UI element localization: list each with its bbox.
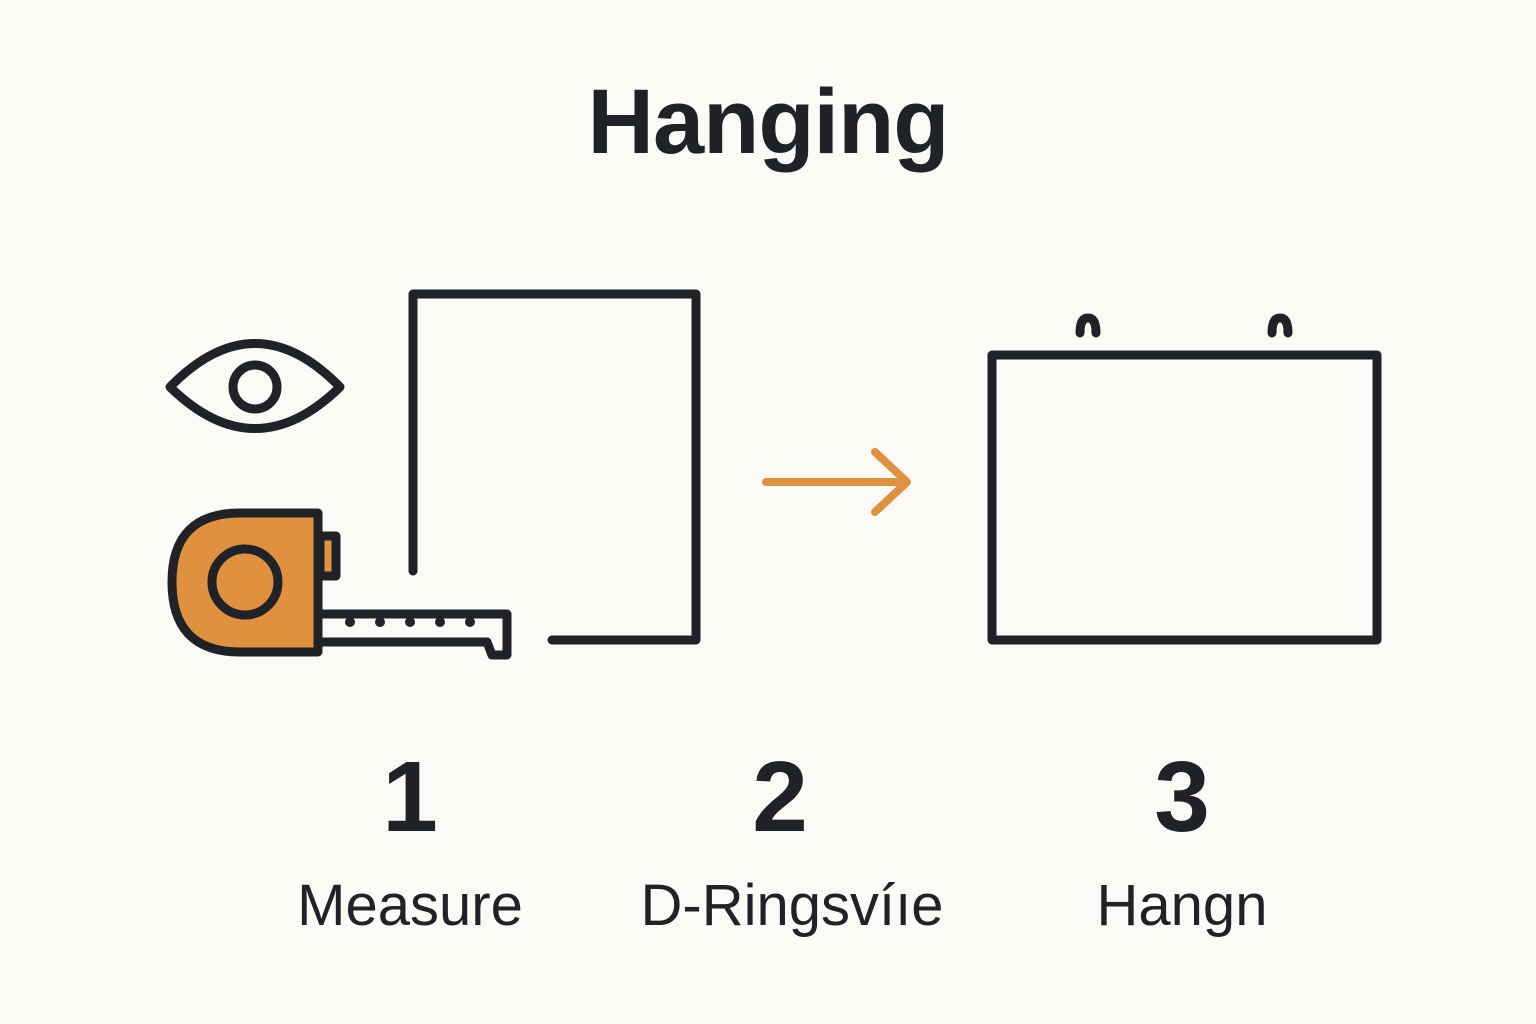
arrow-right-icon (762, 448, 911, 516)
step-1-number: 1 (382, 741, 438, 853)
step-1-label: Measure (297, 873, 523, 938)
eye-icon (165, 339, 345, 433)
step-3-label: Hangn (1096, 873, 1268, 938)
frame-outline-icon (408, 289, 701, 645)
d-ring-icon (1075, 313, 1101, 338)
d-ring-icon (1267, 313, 1293, 338)
tape-measure-icon (167, 508, 512, 660)
step-2-label: D-Ringsvíıe (640, 873, 944, 938)
page-title: Hanging (587, 71, 950, 173)
step-3-number: 3 (1154, 741, 1210, 853)
hanging-frame-icon (987, 313, 1382, 645)
step-2-number: 2 (752, 741, 808, 853)
